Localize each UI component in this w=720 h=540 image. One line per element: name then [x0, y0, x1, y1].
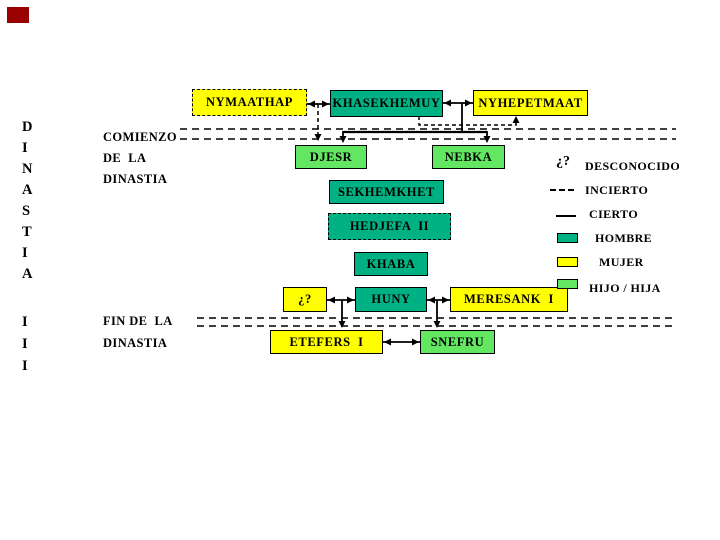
legend-child-label: HIJO / HIJA: [589, 281, 661, 295]
dynasty-letter: I: [22, 245, 28, 261]
node-label: NEBKA: [444, 149, 493, 164]
node-label: HEDJEFA II: [349, 219, 430, 233]
numeral-letter: I: [22, 358, 28, 374]
node-sekhemkhet: SEKHEMKHET: [329, 180, 444, 204]
numeral-letter: I: [22, 314, 28, 330]
dynasty-end-label-line2: DINASTIA: [103, 336, 168, 350]
legend-woman-label: MUJER: [599, 255, 644, 269]
dynasty-letter: S: [22, 203, 31, 219]
dynasty-vertical-label: D I N A S T I A: [22, 117, 40, 285]
node-etefers-i: ETEFERS I: [270, 330, 383, 354]
legend-uncertain-label: INCIERTO: [585, 183, 649, 197]
node-khaba: KHABA: [354, 252, 428, 276]
numeral-letter: I: [22, 336, 28, 352]
legend-woman-swatch: [557, 257, 578, 267]
dynasty-roman-numeral: I I I: [22, 311, 40, 377]
dynasty-end-label-line1: FIN DE LA: [103, 314, 173, 328]
node-huny: HUNY: [355, 287, 427, 312]
legend-child-swatch: [557, 279, 578, 289]
node-nebka: NEBKA: [432, 145, 505, 169]
dynasty-letter: A: [22, 182, 33, 198]
node-label: ¿?: [298, 292, 312, 306]
legend-certain-line-symbol: [556, 215, 576, 217]
corner-mark: [7, 7, 29, 23]
dynasty-start-label-line2: DE LA: [103, 151, 147, 165]
node-meresank-i: MERESANK I: [450, 287, 568, 312]
legend-man-swatch: [557, 233, 578, 243]
node-djesr: DJESR: [295, 145, 367, 169]
node-label: ETEFERS I: [289, 334, 364, 349]
node-khasekhemuy: KHASEKHEMUY: [330, 90, 443, 117]
legend-man-label: HOMBRE: [595, 231, 653, 245]
legend-certain-label: CIERTO: [589, 207, 639, 221]
dynasty-letter: I: [22, 140, 28, 156]
dynasty-start-label-line3: DINASTIA: [103, 172, 168, 186]
node-nymaathap: NYMAATHAP: [192, 89, 307, 116]
node-label: HUNY: [371, 292, 411, 306]
legend-unknown-label: DESCONOCIDO: [585, 159, 681, 173]
node-label: MERESANK I: [464, 292, 554, 306]
dynasty-letter: A: [22, 266, 33, 282]
legend-unknown-symbol: ¿?: [556, 154, 570, 169]
legend-uncertain-dash-symbol: [550, 189, 574, 191]
node-label: KHABA: [366, 256, 416, 271]
node-unknown-spouse: ¿?: [283, 287, 327, 312]
node-label: SNEFRU: [430, 334, 485, 349]
node-hedjefa-ii: HEDJEFA II: [328, 213, 451, 240]
node-snefru: SNEFRU: [420, 330, 495, 354]
node-label: NYMAATHAP: [205, 95, 294, 109]
node-label: DJESR: [309, 149, 353, 164]
node-label: SEKHEMKHET: [338, 184, 435, 199]
dynasty-letter: D: [22, 119, 33, 135]
dynasty-letter: T: [22, 224, 32, 240]
node-label: KHASEKHEMUY: [332, 96, 441, 110]
dynasty-start-label-line1: COMIENZO: [103, 130, 178, 144]
node-label: NYHEPETMAAT: [478, 95, 583, 110]
node-nyhepetmaat: NYHEPETMAAT: [473, 90, 588, 116]
dynasty-letter: N: [22, 161, 33, 177]
